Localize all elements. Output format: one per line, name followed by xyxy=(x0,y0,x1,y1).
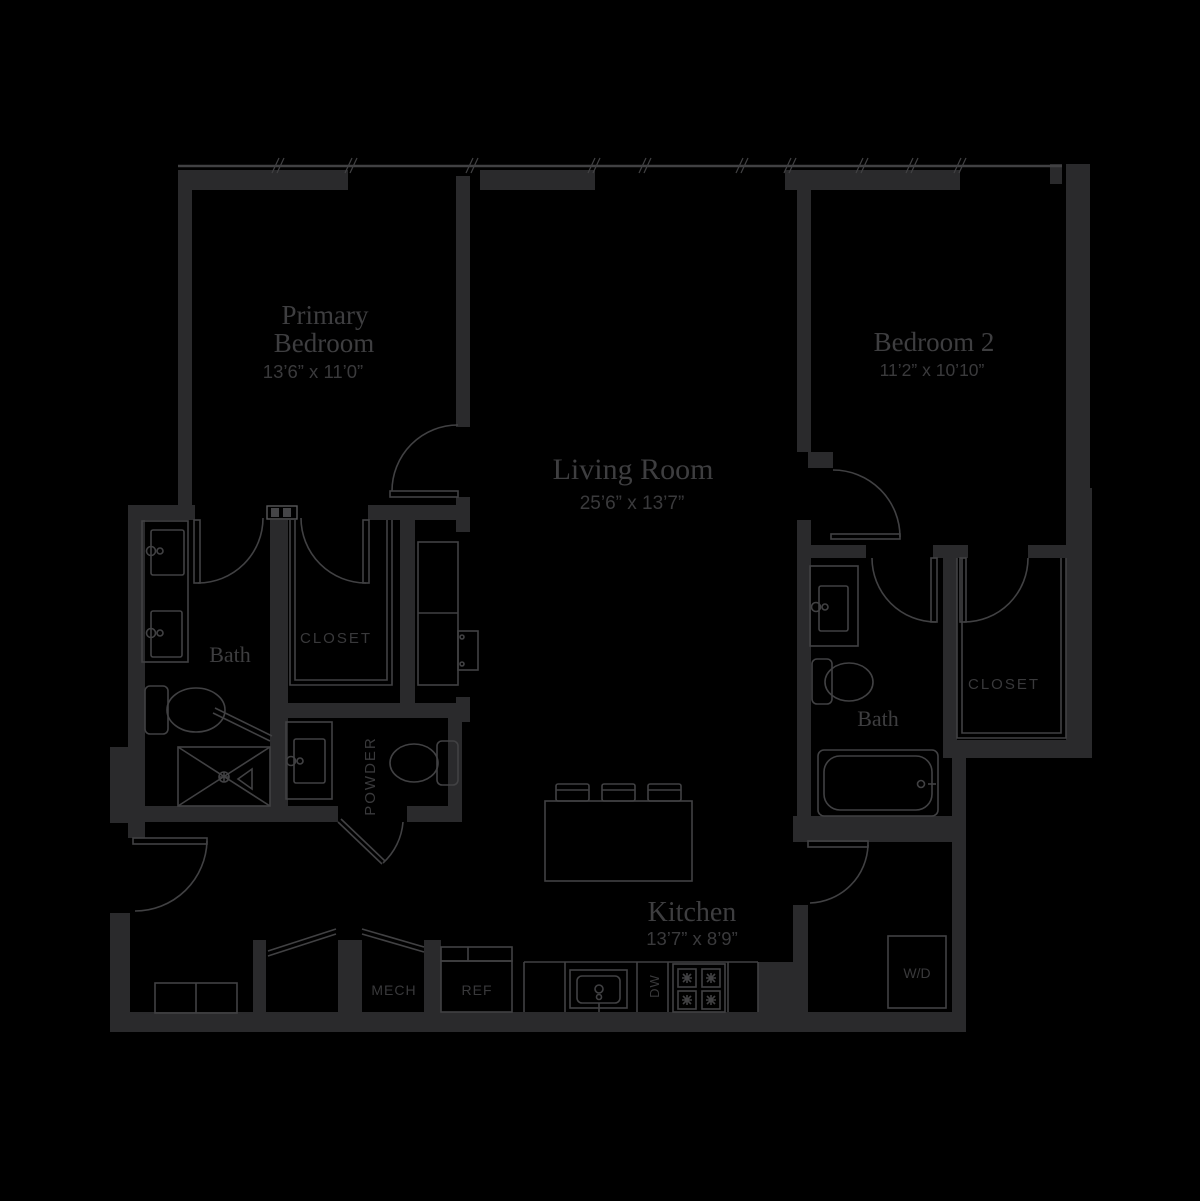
primary-bath-label: Bath xyxy=(209,642,251,667)
living-room-dims: 25’6” x 13’7” xyxy=(580,493,685,514)
closet2-shelving xyxy=(956,558,1067,739)
builtin-shelf xyxy=(417,541,479,686)
toilet-icon xyxy=(144,685,226,735)
sink-icon xyxy=(150,610,183,658)
mech-door xyxy=(361,928,425,953)
primary-bedroom-label-line2: Bedroom xyxy=(274,328,375,358)
range-icon xyxy=(672,963,726,1013)
closet2-label: CLOSET xyxy=(968,676,1040,693)
primary-closet-label: CLOSET xyxy=(300,630,372,647)
tub-faucet-icon xyxy=(916,779,926,789)
bedroom2-door xyxy=(830,469,901,540)
stool-icon xyxy=(555,783,590,802)
refrigerator-box xyxy=(440,946,513,1013)
entry-bench xyxy=(154,982,238,1014)
washer-dryer-box xyxy=(887,935,947,1009)
faucet-icon xyxy=(285,755,297,767)
burner-icon xyxy=(701,990,721,1010)
bedroom2-label: Bedroom 2 xyxy=(874,327,995,357)
washer-dryer-label: W/D xyxy=(903,965,930,981)
bathtub-icon xyxy=(817,749,939,817)
dishwasher-label: DW xyxy=(647,974,662,998)
toilet-icon xyxy=(389,740,459,786)
bedroom2-dims: 11’2” x 10’10” xyxy=(880,360,985,380)
powder-room-label: POWDER xyxy=(362,736,379,816)
bath2-label: Bath xyxy=(857,706,899,731)
shower-icon xyxy=(177,746,271,807)
burner-icon xyxy=(701,968,721,988)
bath2-vanity xyxy=(809,565,859,647)
doors xyxy=(132,424,1029,957)
media-console xyxy=(457,630,479,671)
primary-closet-door xyxy=(300,517,370,584)
powder-vanity xyxy=(285,721,333,800)
faucet-icon xyxy=(145,627,157,639)
wd-door xyxy=(807,840,869,904)
stool-icon xyxy=(647,783,682,802)
kitchen-counter xyxy=(523,961,759,1012)
mech-label: MECH xyxy=(371,982,416,998)
toilet-icon xyxy=(811,658,874,705)
closet2-door xyxy=(959,557,1029,623)
window-mullion-ticks xyxy=(271,157,967,174)
walls xyxy=(110,164,1092,1032)
powder-door xyxy=(337,818,404,865)
sink-icon xyxy=(150,529,185,576)
faucet-icon xyxy=(594,984,604,994)
faucet-icon xyxy=(145,545,157,557)
hall-closet-door xyxy=(267,928,337,957)
stool-icon xyxy=(601,783,636,802)
entry-door xyxy=(132,837,208,912)
primary-bath-vanity xyxy=(141,520,189,663)
kitchen-sink-icon xyxy=(569,969,628,1012)
ref-label: REF xyxy=(462,982,493,998)
shower-door xyxy=(212,707,273,742)
fixtures xyxy=(141,520,1067,1014)
faucet-icon xyxy=(810,601,822,613)
primary-bedroom-dims: 13’6” x 11’0” xyxy=(263,361,363,382)
living-room-label: Living Room xyxy=(553,453,714,486)
burner-icon xyxy=(677,968,697,988)
sink-icon xyxy=(818,585,849,632)
burner-icon xyxy=(677,990,697,1010)
primary-bedroom-label-line1: Primary xyxy=(282,300,369,330)
sink-icon xyxy=(293,738,326,784)
primary-bedroom-door xyxy=(389,424,459,498)
door-stop-block xyxy=(266,505,298,520)
kitchen-label: Kitchen xyxy=(648,897,737,928)
kitchen-island xyxy=(544,783,693,882)
kitchen-dims: 13’7” x 8’9” xyxy=(646,928,738,949)
bath2-door xyxy=(871,557,938,623)
primary-bath-door xyxy=(193,517,264,584)
primary-closet-shelving xyxy=(289,520,393,686)
window-wall xyxy=(178,157,1062,174)
